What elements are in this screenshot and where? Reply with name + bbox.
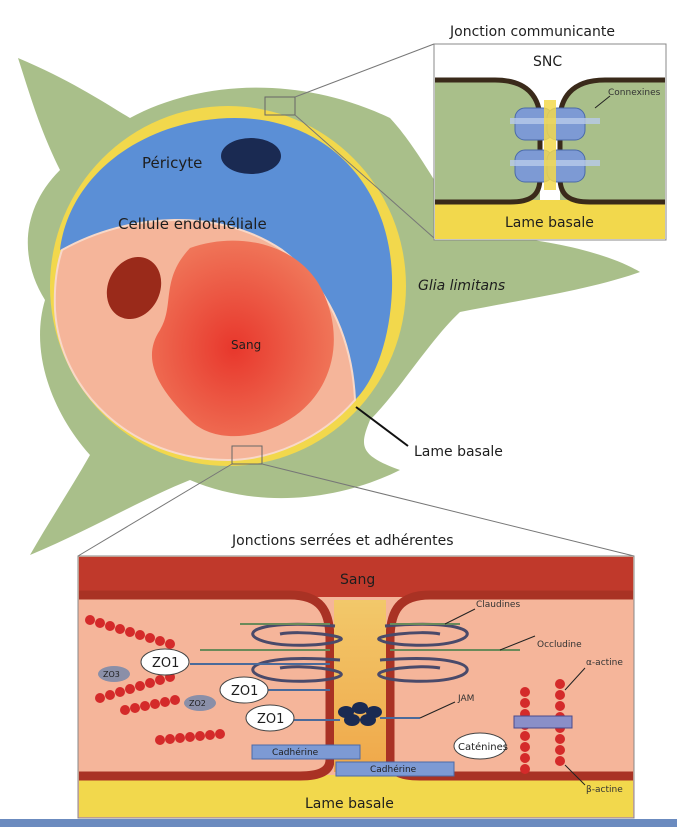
connexins-label: Connexines [608,88,661,98]
tight-junction-basal-lamina-label: Lame basale [305,796,394,812]
basal-lamina-label: Lame basale [414,444,503,460]
alpha-actinin-label: α-actine [586,658,623,668]
occludin-label: Occludine [537,640,582,650]
zo1-label: ZO1 [231,684,258,699]
gap-junction-cns-label: SNC [533,54,562,70]
endothelial-cell-label: Cellule endothéliale [118,215,267,233]
gap-junction-title: Jonction communicante [449,24,615,40]
beta-actin-label: β-actine [586,785,623,795]
gap-junction-basal-lamina-label: Lame basale [505,215,594,231]
pericyte-nucleus [221,138,281,174]
pericyte-label: Péricyte [142,154,202,172]
zo1-label: ZO1 [257,712,284,727]
gap-junction-zoom-line [295,44,434,97]
cadherin-label: Cadhérine [370,764,417,775]
tight-junction-blood-label: Sang [340,572,375,588]
tight-junction-title: Jonctions serrées et adhérentes [231,533,454,549]
cadherin-label: Cadhérine [272,747,319,758]
zo2-label: ZO2 [189,699,206,708]
glia-limitans-label: Glia limitans [418,278,505,294]
jam-label: JAM [457,694,474,704]
zo3-label: ZO3 [103,670,120,679]
blood-label: Sang [231,338,261,352]
claudins-label: Claudines [476,600,520,610]
tight-junction-inset [78,556,634,818]
catenins-label: Caténines [458,741,508,753]
bottom-band [0,819,677,827]
zo1-label: ZO1 [152,656,179,671]
